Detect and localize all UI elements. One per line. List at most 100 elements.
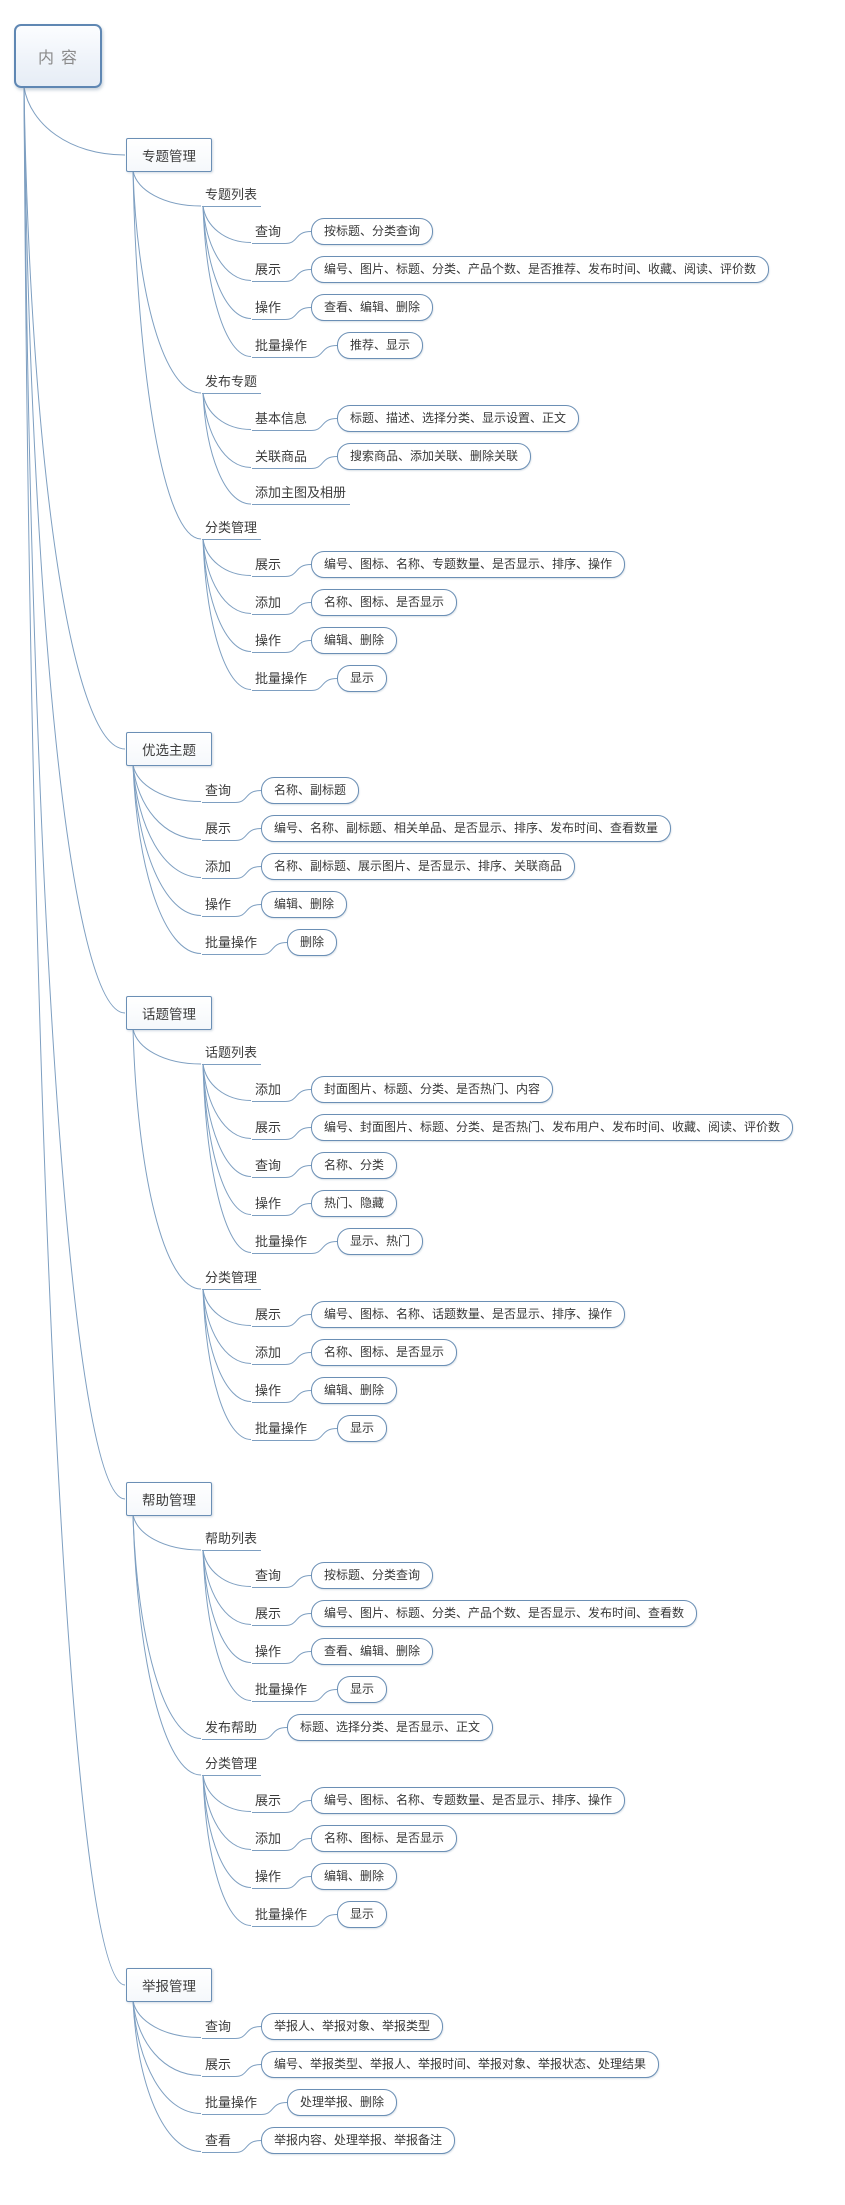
mindmap-branch: 批量操作 显示 xyxy=(252,1415,835,1442)
mindmap-topic-node[interactable]: 批量操作 xyxy=(252,1417,312,1441)
mindmap-branch: 话题管理话题列表添加 封面图片、标题、分类、是否热门、内容展示 编号、封面图片、标题… xyxy=(126,996,835,1442)
mindmap-topic-node[interactable]: 查询 xyxy=(252,1564,286,1588)
mindmap-topic-node[interactable]: 展示 xyxy=(252,1602,286,1626)
mindmap-detail-pill[interactable]: 名称、图标、是否显示 xyxy=(311,589,458,616)
mindmap-detail-pill[interactable]: 举报内容、处理举报、举报备注 xyxy=(261,2127,456,2154)
mindmap-branch: 展示 编号、图片、标题、分类、产品个数、是否推荐、发布时间、收藏、阅读、评价数 xyxy=(252,256,835,283)
mindmap-children-group: 专题管理专题列表查询按标题、分类查询展示编号、图片、标题、分类、产品个数、是否推… xyxy=(126,138,835,2154)
mindmap-topic-node[interactable]: 操作 xyxy=(252,1192,286,1216)
mindmap-topic-node[interactable]: 添加 xyxy=(252,1341,286,1365)
mindmap-topic-node[interactable]: 展示 xyxy=(202,2053,236,2077)
mindmap-branch-node[interactable]: 话题管理 xyxy=(126,996,212,1030)
mindmap-detail-pill[interactable]: 显示 xyxy=(337,665,388,692)
mindmap-detail-pill[interactable]: 编辑、删除 xyxy=(311,1863,398,1890)
mindmap-topic-node[interactable]: 基本信息 xyxy=(252,407,312,431)
mindmap-detail-pill[interactable]: 编辑、删除 xyxy=(311,627,398,654)
mindmap-branch-node[interactable]: 帮助管理 xyxy=(126,1482,212,1516)
mindmap-detail-pill[interactable]: 查看、编辑、删除 xyxy=(311,294,434,321)
mindmap-root-node[interactable]: 内容 xyxy=(14,24,103,88)
mindmap-topic-node[interactable]: 批量操作 xyxy=(252,1903,312,1927)
mindmap-topic-node[interactable]: 发布帮助 xyxy=(202,1716,262,1740)
mindmap-topic-node[interactable]: 查询 xyxy=(202,779,236,803)
mindmap-topic-node[interactable]: 分类管理 xyxy=(202,1752,262,1776)
mindmap-topic-node[interactable]: 添加 xyxy=(252,1078,286,1102)
mindmap-detail-pill[interactable]: 推荐、显示 xyxy=(337,332,424,359)
mindmap-detail-pill[interactable]: 编号、图标、名称、专题数量、是否显示、排序、操作 xyxy=(311,551,626,578)
mindmap-detail-pill[interactable]: 名称、副标题、展示图片、是否显示、排序、关联商品 xyxy=(261,853,576,880)
mindmap-detail-pill[interactable]: 热门、隐藏 xyxy=(311,1190,398,1217)
mindmap-node-row: 查询 按标题、分类查询 xyxy=(252,218,835,245)
mindmap-topic-node[interactable]: 查询 xyxy=(252,220,286,244)
mindmap-node-row: 分类管理 xyxy=(202,1752,835,1776)
mindmap-node-row: 批量操作 推荐、显示 xyxy=(252,332,835,359)
mindmap-detail-pill[interactable]: 编号、举报类型、举报人、举报时间、举报对象、举报状态、处理结果 xyxy=(261,2051,660,2078)
mindmap-topic-node[interactable]: 查询 xyxy=(202,2015,236,2039)
mindmap-detail-pill[interactable]: 标题、描述、选择分类、显示设置、正文 xyxy=(337,405,580,432)
mindmap-topic-node[interactable]: 展示 xyxy=(252,258,286,282)
mindmap-node-row: 批量操作 显示 xyxy=(252,1676,835,1703)
mindmap-node-row: 批量操作 显示 xyxy=(252,665,835,692)
mindmap-topic-node[interactable]: 展示 xyxy=(252,1789,286,1813)
mindmap-detail-pill[interactable]: 名称、分类 xyxy=(311,1152,398,1179)
mindmap-topic-node[interactable]: 专题列表 xyxy=(202,183,262,207)
mindmap-topic-node[interactable]: 操作 xyxy=(252,1379,286,1403)
mindmap-detail-pill[interactable]: 编辑、删除 xyxy=(261,891,348,918)
mindmap-node-row: 查询 名称、分类 xyxy=(252,1152,835,1179)
mindmap-detail-pill[interactable]: 名称、图标、是否显示 xyxy=(311,1825,458,1852)
mindmap-topic-node[interactable]: 批量操作 xyxy=(252,334,312,358)
mindmap-detail-pill[interactable]: 处理举报、删除 xyxy=(287,2089,398,2116)
mindmap-topic-node[interactable]: 添加 xyxy=(252,591,286,615)
mindmap-detail-pill[interactable]: 封面图片、标题、分类、是否热门、内容 xyxy=(311,1076,554,1103)
mindmap-topic-node[interactable]: 批量操作 xyxy=(252,1230,312,1254)
mindmap-detail-pill[interactable]: 名称、图标、是否显示 xyxy=(311,1339,458,1366)
mindmap-topic-node[interactable]: 展示 xyxy=(252,553,286,577)
mindmap-detail-pill[interactable]: 显示、热门 xyxy=(337,1228,424,1255)
mindmap-topic-node[interactable]: 批量操作 xyxy=(202,931,262,955)
mindmap-detail-pill[interactable]: 编号、图标、名称、专题数量、是否显示、排序、操作 xyxy=(311,1787,626,1814)
mindmap-detail-pill[interactable]: 搜索商品、添加关联、删除关联 xyxy=(337,443,532,470)
mindmap-topic-node[interactable]: 批量操作 xyxy=(202,2091,262,2115)
mindmap-topic-node[interactable]: 操作 xyxy=(252,1640,286,1664)
mindmap-topic-node[interactable]: 关联商品 xyxy=(252,445,312,469)
mindmap-node-row: 专题列表 xyxy=(202,183,835,207)
mindmap-topic-node[interactable]: 发布专题 xyxy=(202,370,262,394)
mindmap-detail-pill[interactable]: 编辑、删除 xyxy=(311,1377,398,1404)
mindmap-detail-pill[interactable]: 按标题、分类查询 xyxy=(311,1562,434,1589)
mindmap-topic-node[interactable]: 展示 xyxy=(252,1303,286,1327)
mindmap-detail-pill[interactable]: 编号、封面图片、标题、分类、是否热门、发布用户、发布时间、收藏、阅读、评价数 xyxy=(311,1114,794,1141)
mindmap-topic-node[interactable]: 帮助列表 xyxy=(202,1527,262,1551)
mindmap-topic-node[interactable]: 操作 xyxy=(252,629,286,653)
mindmap-detail-pill[interactable]: 编号、图片、标题、分类、产品个数、是否显示、发布时间、查看数 xyxy=(311,1600,698,1627)
mindmap-branch-node[interactable]: 优选主题 xyxy=(126,732,212,766)
mindmap-detail-pill[interactable]: 显示 xyxy=(337,1901,388,1928)
mindmap-topic-node[interactable]: 展示 xyxy=(252,1116,286,1140)
mindmap-topic-node[interactable]: 操作 xyxy=(252,296,286,320)
mindmap-detail-pill[interactable]: 编号、图标、名称、话题数量、是否显示、排序、操作 xyxy=(311,1301,626,1328)
mindmap-topic-node[interactable]: 查看 xyxy=(202,2129,236,2153)
mindmap-detail-pill[interactable]: 删除 xyxy=(287,929,338,956)
mindmap-detail-pill[interactable]: 编号、名称、副标题、相关单品、是否显示、排序、发布时间、查看数量 xyxy=(261,815,672,842)
mindmap-detail-pill[interactable]: 举报人、举报对象、举报类型 xyxy=(261,2013,444,2040)
mindmap-detail-pill[interactable]: 编号、图片、标题、分类、产品个数、是否推荐、发布时间、收藏、阅读、评价数 xyxy=(311,256,770,283)
mindmap-topic-node[interactable]: 展示 xyxy=(202,817,236,841)
mindmap-detail-pill[interactable]: 查看、编辑、删除 xyxy=(311,1638,434,1665)
mindmap-topic-node[interactable]: 添加 xyxy=(252,1827,286,1851)
mindmap-branch-node[interactable]: 专题管理 xyxy=(126,138,212,172)
mindmap-detail-pill[interactable]: 按标题、分类查询 xyxy=(311,218,434,245)
mindmap-branch-node[interactable]: 举报管理 xyxy=(126,1968,212,2002)
mindmap-topic-node[interactable]: 查询 xyxy=(252,1154,286,1178)
mindmap-topic-node[interactable]: 操作 xyxy=(252,1865,286,1889)
mindmap-detail-pill[interactable]: 显示 xyxy=(337,1415,388,1442)
mindmap-detail-pill[interactable]: 标题、选择分类、是否显示、正文 xyxy=(287,1714,494,1741)
mindmap-topic-node[interactable]: 操作 xyxy=(202,893,236,917)
mindmap-topic-node[interactable]: 批量操作 xyxy=(252,667,312,691)
mindmap-node-row: 批量操作 显示 xyxy=(252,1901,835,1928)
mindmap-topic-node[interactable]: 添加主图及相册 xyxy=(252,481,351,505)
mindmap-topic-node[interactable]: 分类管理 xyxy=(202,1266,262,1290)
mindmap-topic-node[interactable]: 话题列表 xyxy=(202,1041,262,1065)
mindmap-topic-node[interactable]: 分类管理 xyxy=(202,516,262,540)
mindmap-topic-node[interactable]: 添加 xyxy=(202,855,236,879)
mindmap-topic-node[interactable]: 批量操作 xyxy=(252,1678,312,1702)
mindmap-detail-pill[interactable]: 显示 xyxy=(337,1676,388,1703)
mindmap-detail-pill[interactable]: 名称、副标题 xyxy=(261,777,360,804)
